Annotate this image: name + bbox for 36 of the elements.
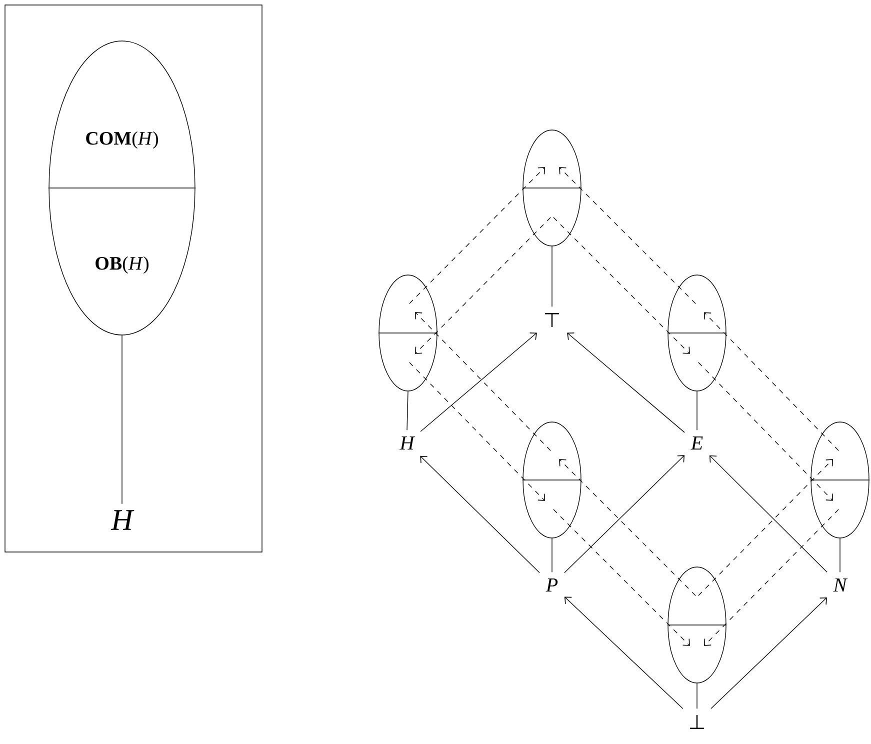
dashed-arrow [559,459,696,596]
connector-line [696,683,698,709]
dashed-arrow [553,217,690,354]
arrow [710,597,827,709]
math-label: ⊤ [545,313,559,327]
dashed-arrow [409,167,545,304]
arrow [564,455,685,574]
math-label: H [110,510,134,530]
arrow [564,596,684,709]
arrow [420,456,540,574]
split-ellipse [378,274,438,392]
dashed-arrow [704,312,839,451]
arrow [567,332,685,433]
split-ellipse [522,422,582,538]
math-label: E [690,436,703,450]
dashed-arrow [698,362,833,501]
dashed-arrow [409,362,545,501]
dashed-arrow [559,167,696,304]
connector-line [406,391,408,430]
connector-line [696,391,698,430]
split-ellipse [667,274,727,392]
arrow [420,332,537,432]
split-ellipse [667,566,727,684]
dashed-arrow [704,509,839,646]
dashed-arrow [415,217,551,354]
frame-box [4,4,262,552]
split-ellipse [810,422,870,538]
dashed-arrow [553,509,690,646]
math-label: H [400,436,416,450]
math-label: P [546,578,558,592]
math-label: N [833,578,848,592]
dashed-arrow [415,312,551,451]
math-label: ⊥ [690,715,704,729]
split-ellipse [522,130,582,246]
arrow [709,455,828,572]
dashed-arrow [698,459,833,596]
